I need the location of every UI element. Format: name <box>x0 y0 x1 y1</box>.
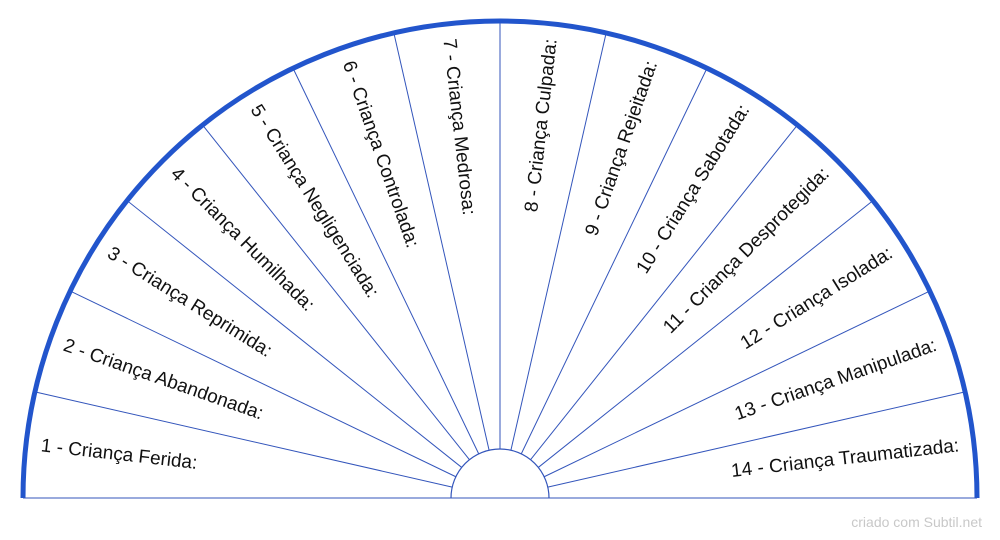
segment-label: 9 - Criança Rejeitada: <box>582 58 663 238</box>
divider-line <box>547 391 966 488</box>
divider-line <box>126 200 463 468</box>
divider-line <box>537 200 874 468</box>
outer-rim-arc <box>20 18 980 499</box>
divider-line <box>520 68 708 455</box>
divider-line <box>510 32 607 451</box>
segment-dividers <box>34 21 966 488</box>
credit-text: criado com Subtil.net <box>851 514 982 530</box>
segment-label: 12 - Criança Isolada: <box>737 243 897 354</box>
segment-label: 8 - Criança Culpada: <box>521 38 561 214</box>
segment-label: 13 - Criança Manipulada: <box>732 335 939 425</box>
divider-line <box>393 32 490 451</box>
divider-line <box>70 290 457 478</box>
segment-label: 7 - Criança Medrosa: <box>438 38 479 217</box>
segment-label: 14 - Criança Traumatizada: <box>730 435 960 482</box>
divider-line <box>292 68 480 455</box>
divider-line <box>530 124 798 461</box>
center-hub <box>450 448 550 499</box>
segment-label: 2 - Criança Abandonada: <box>61 335 266 424</box>
divider-line <box>543 290 930 478</box>
divider-line <box>34 391 453 488</box>
segment-label: 1 - Criança Ferida: <box>40 435 199 473</box>
segment-label: 6 - Criança Controlada: <box>338 58 423 250</box>
divider-line <box>202 124 470 461</box>
